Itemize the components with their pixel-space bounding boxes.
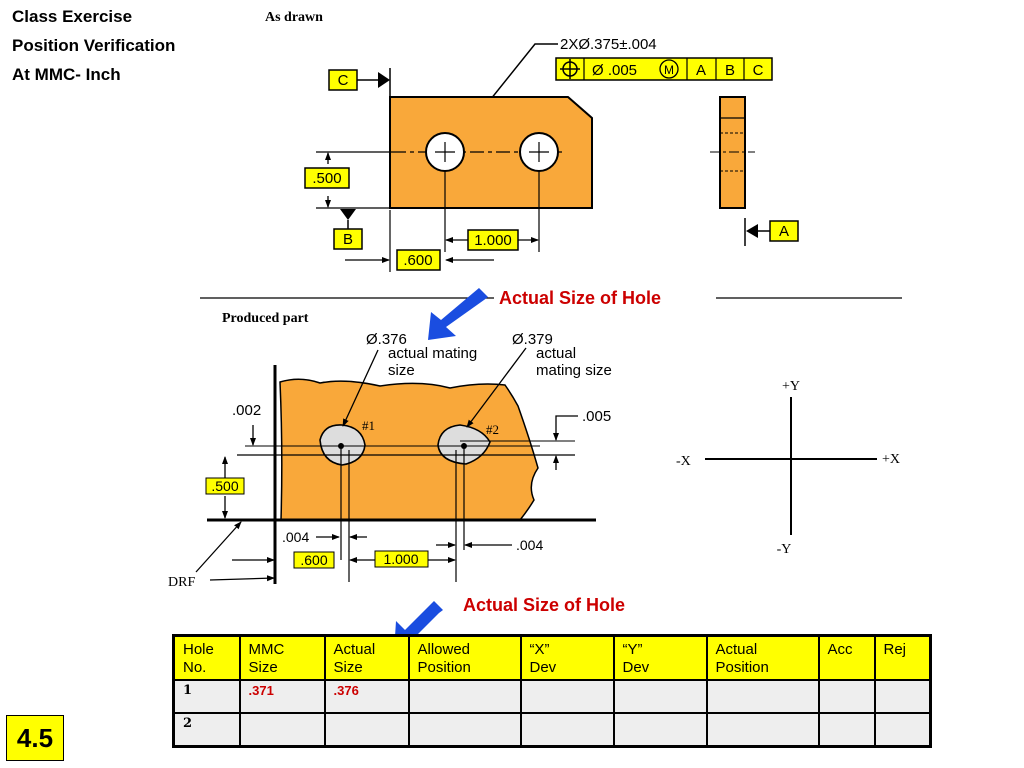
mmc-modifier-icon (659, 59, 679, 79)
cell-y-dev[interactable] (612, 679, 708, 714)
fcf-datum-c: C (753, 62, 764, 79)
datum-a-feature: A (744, 218, 799, 246)
blue-arrow-top-icon (428, 288, 488, 340)
table-row: 2 (172, 712, 932, 747)
drawn-dim-1000: 1.000 (474, 232, 512, 249)
actual-size-label-top: Actual Size of Hole (499, 288, 661, 308)
hole2-desc-1: actual (536, 345, 576, 362)
title-line-1: Class Exercise (12, 7, 133, 26)
hole-callout: 2XØ.375±.004 (560, 36, 657, 53)
cell-actual-position[interactable] (705, 679, 820, 714)
cell-rej[interactable] (873, 679, 932, 714)
svg-text:B: B (343, 231, 353, 248)
hole2-desc-2: mating size (536, 362, 612, 379)
cell-rej[interactable] (873, 712, 932, 747)
cell-hole-no: 1 (172, 679, 241, 714)
axis-plus-y: +Y (782, 379, 800, 394)
hole1-size: Ø.376 (366, 331, 407, 348)
dev-002: .002 (232, 402, 261, 419)
cell-allowed-position[interactable] (407, 712, 522, 747)
produced-label: Produced part (222, 311, 309, 326)
dev-004-right: .004 (516, 537, 543, 553)
header-x-dev: “X”Dev (519, 634, 615, 681)
title-line-3: At MMC- Inch (12, 65, 121, 84)
cell-acc[interactable] (817, 712, 876, 747)
svg-text:C: C (338, 72, 349, 89)
side-view (710, 96, 755, 209)
cell-mmc-size[interactable] (238, 712, 326, 747)
svg-text:A: A (779, 223, 789, 240)
hole2-size: Ø.379 (512, 331, 553, 348)
prod-dim-1000-box (374, 550, 429, 568)
drawn-dim-600: .600 (403, 252, 432, 269)
hole2-id: #2 (486, 422, 499, 437)
fcf-modifier: M (664, 63, 674, 77)
cell-x-dev[interactable] (519, 679, 615, 714)
header-y-dev: “Y”Dev (612, 634, 708, 681)
dev-005: .005 (582, 408, 611, 425)
header-acc: Acc (817, 634, 876, 681)
cell-x-dev[interactable] (519, 712, 615, 747)
slide-number: 4.5 (6, 715, 64, 761)
datum-c-feature: C (328, 68, 391, 96)
drawn-dim-500: .500 (312, 170, 341, 187)
hole1-id: #1 (362, 418, 375, 433)
actual-size-label-bottom: Actual Size of Hole (463, 595, 625, 615)
cell-acc[interactable] (817, 679, 876, 714)
drawn-hole-2 (519, 132, 559, 172)
hole1-desc-1: actual mating (388, 345, 477, 362)
title-line-2: Position Verification (12, 36, 176, 55)
prod-dim-600-box (293, 551, 335, 569)
as-drawn-label: As drawn (265, 10, 323, 25)
cell-actual-size[interactable] (323, 712, 410, 747)
dev-004-left: .004 (282, 529, 309, 545)
produced-part (279, 378, 539, 521)
prod-dim-1000: 1.000 (383, 551, 418, 567)
table-row: 1 .371 .376 (172, 679, 932, 714)
fcf-tolerance: Ø .005 (592, 62, 637, 79)
axis-minus-x: -X (676, 454, 691, 469)
feature-control-frame: Ø .005 M A B C (555, 57, 773, 81)
prod-dim-600: .600 (300, 552, 327, 568)
datum-b-feature: B (333, 209, 363, 250)
cell-actual-position[interactable] (705, 712, 820, 747)
position-symbol-icon (560, 59, 580, 79)
prod-dim-500-box (205, 477, 245, 495)
cell-hole-no: 2 (172, 712, 241, 747)
header-rej: Rej (873, 634, 932, 681)
drf-label: DRF (168, 575, 195, 590)
cell-y-dev[interactable] (612, 712, 708, 747)
hole1-desc-2: size (388, 362, 415, 379)
drawn-hole-1 (425, 132, 465, 172)
fcf-datum-a: A (696, 62, 706, 79)
drawn-dim-500-box (304, 167, 350, 189)
fcf-datum-b: B (725, 62, 735, 79)
coordinate-axes (705, 397, 877, 535)
cell-allowed-position[interactable] (407, 679, 522, 714)
cell-mmc-size[interactable]: .371 (238, 679, 326, 714)
axis-minus-y: -Y (777, 542, 792, 557)
prod-dim-500: .500 (211, 478, 238, 494)
drawn-dim-600-box (396, 249, 441, 271)
cell-actual-size[interactable]: .376 (323, 679, 410, 714)
axis-plus-x: +X (882, 452, 900, 467)
drawn-dim-1000-box (467, 229, 519, 251)
